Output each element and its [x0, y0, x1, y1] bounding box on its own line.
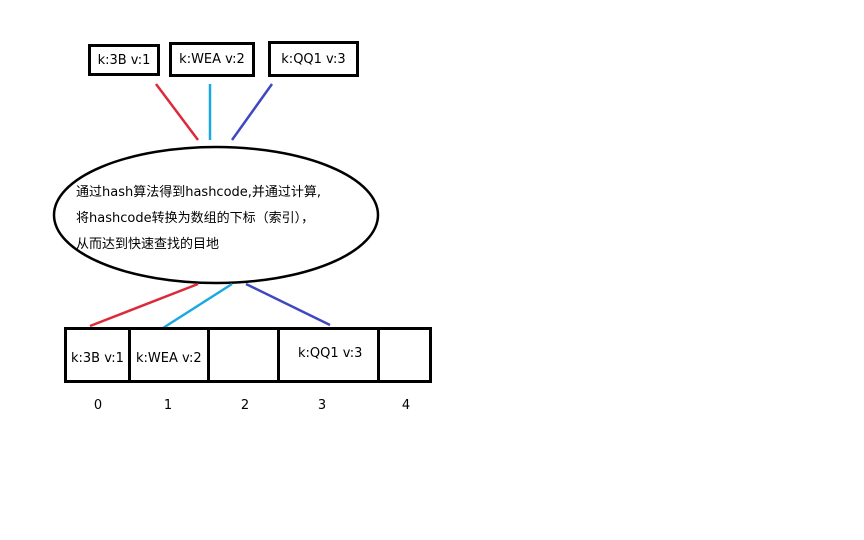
array-index-4: 4: [401, 398, 411, 413]
entry-box-wea: k:WEA v:2: [169, 42, 255, 77]
entry-box-qq1: k:QQ1 v:3: [268, 41, 359, 77]
connector-red-bottom: [89, 282, 199, 328]
description-line-1: 通过hash算法得到hashcode,并通过计算,: [76, 185, 322, 200]
array-index-3: 3: [317, 398, 327, 413]
entry-box-3b: k:3B v:1: [88, 44, 160, 76]
array-index-1: 1: [163, 398, 173, 413]
description-line-2: 将hashcode转换为数组的下标（索引），: [76, 211, 315, 226]
connector-red-top: [155, 83, 199, 141]
array-index-2: 2: [240, 398, 250, 413]
connector-blue-top: [230, 83, 274, 141]
array-index-0: 0: [93, 398, 103, 413]
description-line-3: 从而达到快速查找的目地: [76, 237, 220, 252]
connector-blue-bottom: [245, 282, 331, 327]
array-cell-0: k:3B v:1: [67, 330, 131, 380]
hash-function-ellipse: [52, 145, 380, 285]
array-cell-3: k:QQ1 v:3: [280, 330, 380, 380]
hash-array: k:3B v:1 k:WEA v:2 k:QQ1 v:3: [64, 327, 432, 383]
array-cell-2: [210, 330, 280, 380]
hash-description: 通过hash算法得到hashcode,并通过计算, 将hashcode转换为数组…: [76, 180, 321, 258]
array-cell-4: [380, 330, 429, 380]
array-cell-1: k:WEA v:2: [131, 330, 210, 380]
connector-cyan-bottom: [162, 282, 233, 330]
